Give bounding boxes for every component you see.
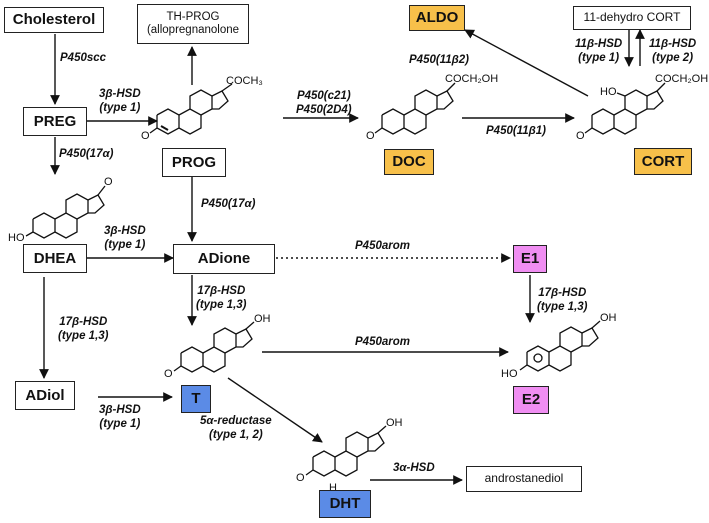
t-box: T (181, 385, 211, 413)
enzyme-3b-hsd-adiol: 3β-HSD (type 1) (99, 404, 141, 430)
th-prog-box: TH-PROG (allopregnanolone (137, 4, 249, 44)
cort-box: CORT (634, 148, 692, 175)
t-structure (173, 321, 255, 373)
cort-structure (584, 82, 666, 135)
dht-oh-label: OH (386, 417, 403, 429)
e2-box: E2 (513, 386, 549, 414)
t-oh-label: OH (254, 313, 271, 325)
dhea-structure (25, 185, 106, 239)
prog-keto-label: O (141, 130, 150, 142)
arrow-t-dht (227, 377, 323, 443)
e1-box: E1 (513, 245, 547, 273)
enzyme-11b-hsd-type2: 11β-HSD (type 2) (649, 38, 697, 64)
prog-box: PROG (162, 148, 226, 177)
enzyme-p450-11b1: P450(11β1) (486, 125, 546, 137)
dht-box: DHT (319, 490, 371, 518)
cort-group-label: COCH₂OH (655, 73, 708, 85)
enzyme-p450arom-top: P450arom (355, 240, 410, 252)
dhea-keto-label: O (104, 176, 113, 188)
enzyme-17b-hsd-adione: 17β-HSD (type 1,3) (196, 285, 247, 311)
t-keto-label: O (164, 368, 173, 380)
dhea-box: DHEA (23, 244, 87, 273)
dht-keto-label: O (296, 472, 305, 484)
enzyme-p450-17a-prog: P450(17α) (201, 198, 256, 210)
enzyme-p450scc: P450scc (60, 52, 107, 64)
prog-structure (149, 83, 233, 135)
dht-h-label: H (329, 482, 337, 494)
prog-acetyl-label: COCH₃ (226, 75, 263, 87)
adione-box: ADione (173, 244, 275, 274)
enzyme-3a-hsd: 3α-HSD (393, 462, 435, 474)
adiol-box: ADiol (15, 381, 75, 410)
doc-box: DOC (384, 149, 434, 175)
androstanediol-box: androstanediol (466, 466, 582, 492)
enzyme-p450-c21: P450(c21) P450(2D4) (296, 90, 352, 116)
doc-group-label: COCH₂OH (445, 73, 498, 85)
dhea-ho-label: HO (8, 232, 25, 244)
enzyme-3b-hsd-dhea: 3β-HSD (type 1) (104, 225, 146, 251)
e2-structure (519, 320, 601, 372)
aldo-box: ALDO (409, 5, 465, 31)
e2-ho-label: HO (501, 368, 518, 380)
enzyme-p450-11b2: P450(11β2) (409, 54, 469, 66)
doc-keto-label: O (366, 130, 375, 142)
enzyme-11b-hsd-type1: 11β-HSD (type 1) (575, 38, 623, 64)
enzyme-p450arom-bottom: P450arom (355, 336, 410, 348)
cholesterol-box: Cholesterol (4, 7, 104, 33)
enzyme-3b-hsd-preg: 3β-HSD (type 1) (99, 88, 141, 114)
enzyme-5a-reductase: 5α-reductase (type 1, 2) (200, 415, 272, 441)
e2-oh-label: OH (600, 312, 617, 324)
arrow-cort-aldo (464, 29, 589, 97)
dht-structure (305, 425, 387, 477)
11-dehydro-cort-box: 11-dehydro CORT (573, 6, 691, 30)
enzyme-17b-hsd-dhea: 17β-HSD (type 1,3) (58, 316, 109, 342)
enzyme-p450-17a-preg: P450(17α) (59, 148, 114, 160)
doc-structure (374, 82, 456, 135)
cort-ho-label: HO (600, 86, 617, 98)
cort-keto-label: O (576, 130, 585, 142)
preg-box: PREG (23, 107, 87, 136)
enzyme-17b-hsd-e1: 17β-HSD (type 1,3) (537, 287, 588, 313)
